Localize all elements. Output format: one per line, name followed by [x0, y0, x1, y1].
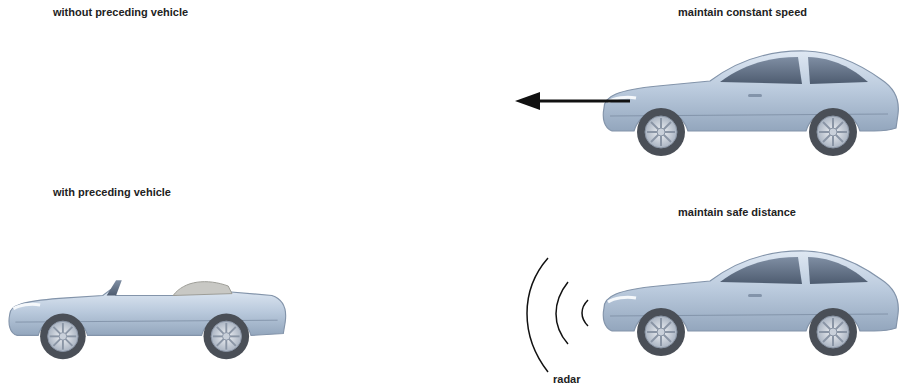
car-bottom	[603, 251, 898, 356]
car-top	[603, 51, 898, 156]
text-label: without preceding vehicle	[53, 6, 188, 19]
text-label: maintain safe distance	[678, 206, 796, 219]
direction-arrow	[515, 92, 630, 110]
text-label: with preceding vehicle	[53, 186, 171, 199]
radar-waves	[527, 258, 588, 372]
text-label: maintain constant speed	[678, 6, 807, 19]
preceding-car	[9, 280, 286, 359]
radar-label: radar	[553, 373, 581, 386]
